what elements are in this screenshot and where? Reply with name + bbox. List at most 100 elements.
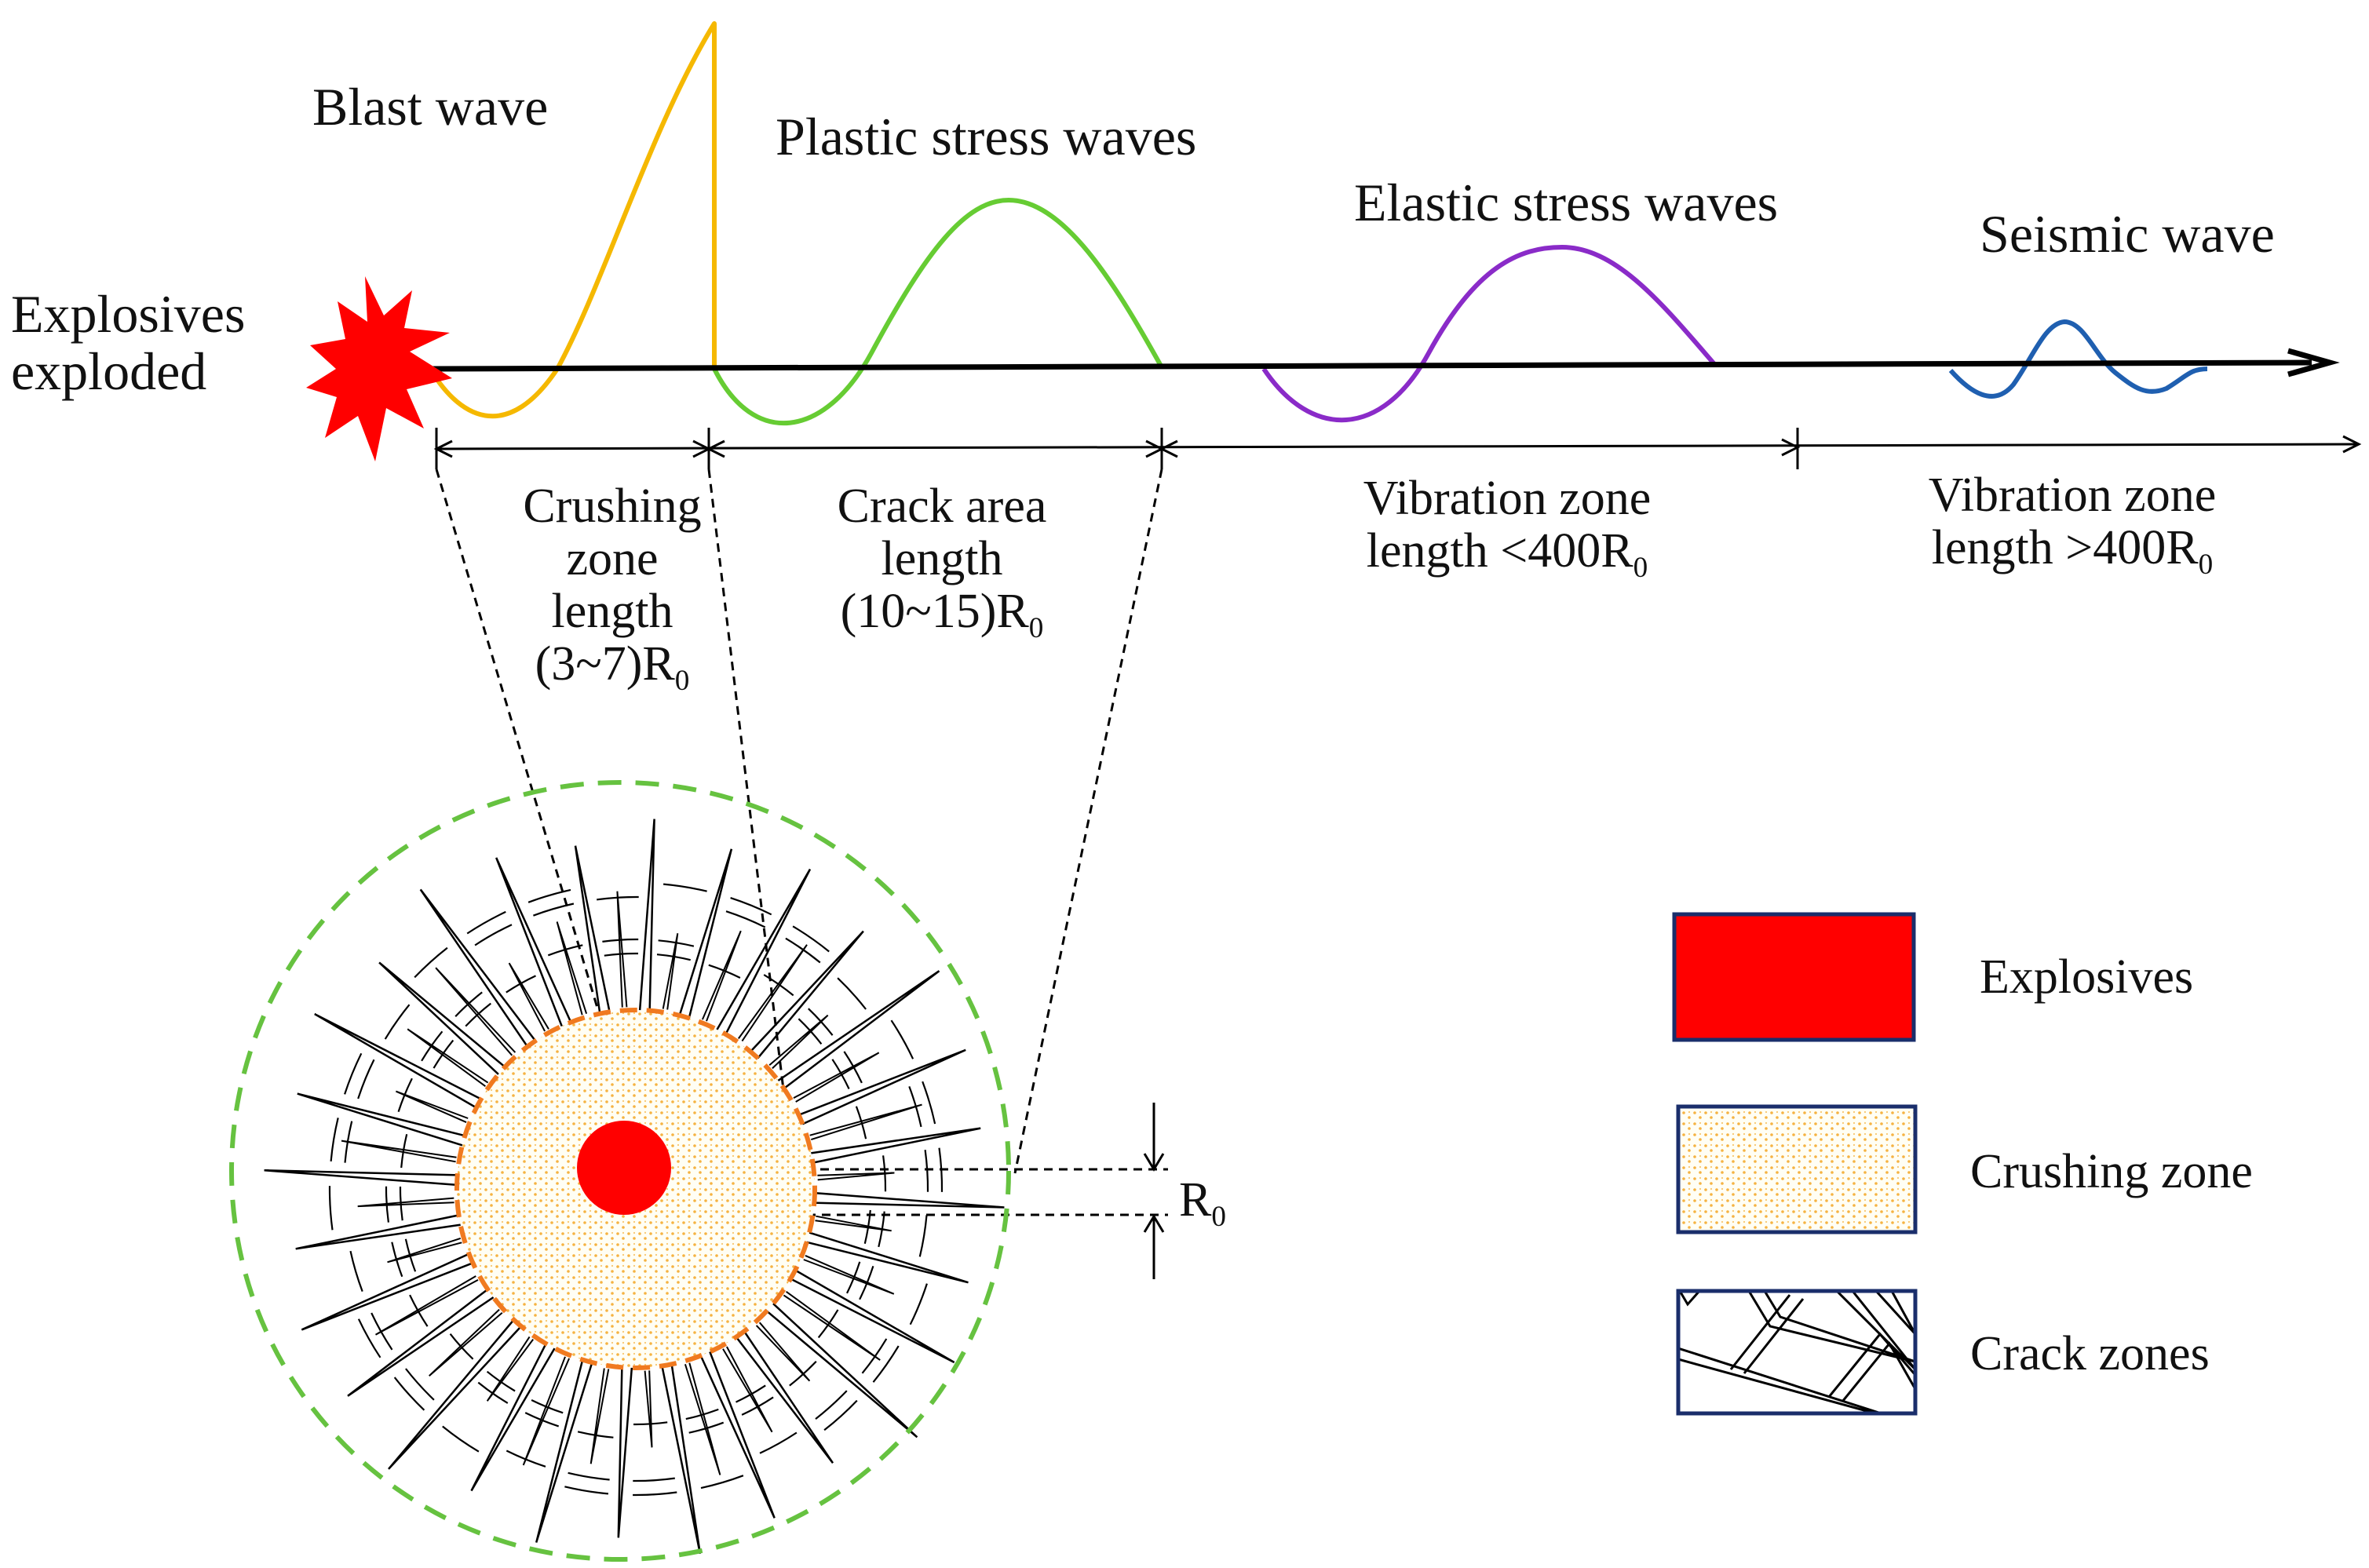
radial-crack: [638, 819, 655, 1012]
concentric-crack-arc: [604, 952, 639, 957]
crushing-range: (3~7)R0: [535, 636, 690, 697]
concentric-crack-arc: [855, 1106, 867, 1140]
secondary-crack: [644, 1370, 653, 1448]
concentric-crack-arc: [763, 974, 794, 997]
concentric-crack-arc: [400, 1134, 408, 1169]
plastic-stress-waves-label: Plastic stress waves: [776, 107, 1197, 166]
radial-crack: [419, 888, 538, 1048]
zone-dimension-lines: [433, 428, 2362, 469]
concentric-crack-arc: [785, 937, 821, 964]
secondary-crack: [387, 1237, 462, 1264]
radial-crack: [347, 1287, 495, 1397]
concentric-crack-arc: [890, 1019, 914, 1059]
secondary-crack: [616, 891, 628, 1008]
secondary-crack: [815, 1215, 892, 1232]
concentric-crack-arc: [433, 1039, 454, 1069]
radial-crack: [809, 1127, 981, 1165]
radial-crack: [574, 845, 611, 1016]
concentric-crack-arc: [685, 1408, 719, 1420]
legend-crushing-swatch: [1676, 1104, 1918, 1234]
concentric-crack-arc: [817, 1309, 839, 1339]
concentric-crack-arc: [454, 991, 483, 1017]
secondary-crack: [662, 933, 679, 1010]
concentric-crack-arc: [524, 1412, 560, 1428]
concentric-crack-arc: [633, 1491, 677, 1497]
concentric-crack-arc: [357, 1059, 375, 1099]
secondary-crack: [486, 1336, 535, 1402]
concentric-crack-arc: [815, 1390, 848, 1420]
concentric-crack-arc: [908, 1086, 922, 1128]
secondary-crack: [374, 1275, 479, 1336]
elastic-stress-waves-label: Elastic stress waves: [1354, 173, 1779, 232]
radial-crack: [617, 1366, 633, 1538]
radial-crack: [812, 1191, 1005, 1209]
concentric-crack-arc: [547, 944, 583, 957]
radial-crack: [470, 1341, 557, 1492]
secondary-crack: [817, 1172, 895, 1181]
legend-explosives-swatch: [1672, 912, 1916, 1042]
concentric-crack-arc: [466, 910, 506, 935]
concentric-crack-arc: [330, 1118, 339, 1161]
concentric-crack-arc: [878, 1211, 885, 1248]
concentric-crack-arc: [938, 1147, 944, 1192]
concentric-crack-arc: [370, 1312, 393, 1351]
concentric-crack-arc: [393, 1377, 425, 1411]
concentric-crack-arc: [736, 1384, 766, 1403]
vibration-near-range: length <400R0: [1366, 523, 1648, 584]
concentric-crack-arc: [421, 1030, 444, 1062]
concentric-crack-arc: [633, 1477, 675, 1482]
concentric-crack-arc: [798, 1018, 823, 1045]
seismic-wave-label: Seismic wave: [1980, 204, 2275, 264]
elastic-stress-wave-curve: [1261, 244, 1717, 422]
concentric-crack-arc: [792, 925, 830, 953]
secondary-crack: [793, 1052, 880, 1103]
vibration-near-line-1: Vibration zone: [1363, 472, 1652, 525]
secondary-crack: [522, 1356, 571, 1466]
legend-crushing-zone-label: Crushing zone: [1970, 1145, 2253, 1198]
blast-wave-curve: [428, 21, 717, 418]
radius-label: R0: [1179, 1173, 1226, 1234]
crack-area-length-label: Crack area length (10~15)R0: [816, 480, 1068, 643]
secondary-crack: [701, 930, 742, 1022]
concentric-crack-arc: [759, 1431, 798, 1454]
concentric-crack-arc: [741, 1396, 774, 1416]
concentric-crack-arc: [344, 1121, 353, 1163]
radial-crack: [797, 1048, 966, 1126]
concentric-crack-arc: [922, 1081, 936, 1125]
concentric-crack-arc: [924, 1150, 929, 1192]
radial-crack: [734, 1329, 834, 1464]
concentric-crack-arc: [474, 924, 513, 946]
secondary-crack: [684, 1362, 721, 1475]
radial-crack: [677, 848, 733, 1020]
concentric-crack-arc: [409, 1294, 429, 1327]
radial-crack: [388, 1318, 524, 1470]
secondary-crack: [590, 1368, 610, 1464]
concentric-crack-arc: [531, 1399, 564, 1414]
secondary-crack: [435, 967, 517, 1056]
crushing-zone-length-label: Crushing zone length (3~7)R0: [495, 480, 730, 697]
explosion-star-icon: [306, 276, 452, 461]
concentric-crack-arc: [477, 1381, 509, 1404]
radial-crack: [805, 1231, 969, 1284]
concentric-crack-arc: [344, 1052, 363, 1095]
concentric-crack-arc: [861, 1338, 888, 1374]
radial-crack: [776, 970, 940, 1091]
vibration-far-range: length >400R0: [1931, 520, 2214, 581]
concentric-crack-arc: [506, 1449, 546, 1468]
legend-crack-swatch: [1676, 1289, 1918, 1416]
secondary-crack: [809, 1103, 922, 1141]
concentric-crack-arc: [843, 1051, 863, 1084]
concentric-crack-arc: [442, 1425, 480, 1453]
radial-crack: [715, 868, 812, 1037]
concentric-crack-arc: [663, 883, 707, 892]
radial-crack: [314, 1012, 484, 1110]
concentric-crack-arc: [357, 1318, 381, 1358]
secondary-crack: [755, 1322, 811, 1382]
explosives-label-line-1: Explosives: [11, 284, 246, 344]
concentric-crack-arc: [859, 1265, 874, 1300]
concentric-crack-arc: [789, 1361, 817, 1387]
concentric-crack-arc: [831, 1059, 850, 1089]
concentric-crack-arc: [385, 1186, 389, 1223]
vibration-zone-far-label: Vibration zone length >400R0: [1892, 469, 2253, 581]
